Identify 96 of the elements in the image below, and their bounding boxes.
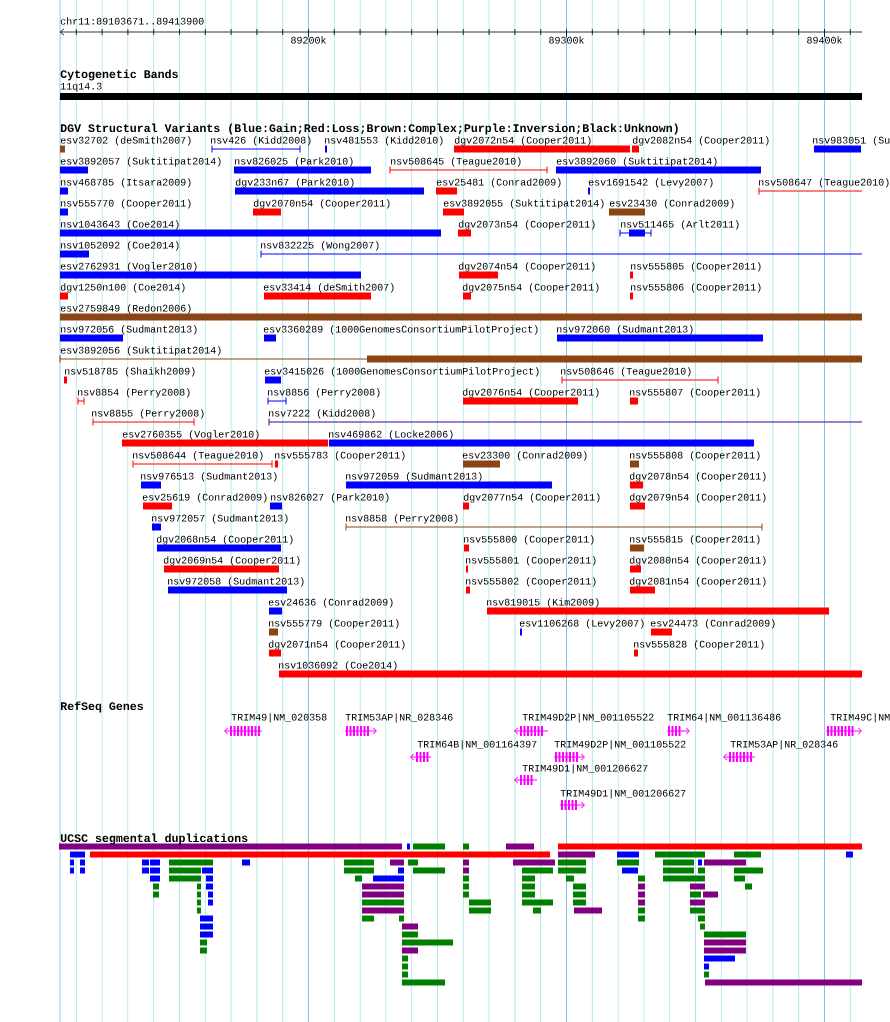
variant-label: esv32702 (deSmith2007): [60, 136, 191, 146]
variant-label: esv2759849 (Redon2006): [60, 304, 191, 314]
gene-label: TRIM64|NM_001136486: [667, 713, 781, 723]
gene-label: TRIM64B|NM_001164397: [417, 740, 537, 750]
variant-label: dgv2080n54 (Cooper2011): [629, 556, 766, 566]
variant-label: dgv2077n54 (Cooper2011): [463, 493, 600, 503]
variant-label: esv1106268 (Levy2007): [519, 619, 644, 629]
variant-label: nsv819015 (Kim2009): [487, 598, 599, 608]
variant-label: esv1691542 (Levy2007): [588, 178, 713, 188]
variant-label: esv24473 (Conrad2009): [650, 619, 775, 629]
variant-label: nsv555806 (Cooper2011): [631, 283, 761, 293]
gene-label: TRIM49D1|NM_001206627: [522, 764, 648, 774]
variant-label: dgv2081n54 (Cooper2011): [629, 577, 766, 587]
gene-label: TRIM49D2P|NM_001105522: [522, 713, 654, 723]
gene-label: TRIM53AP|NR_028346: [730, 740, 838, 750]
variant-label: nsv7222 (Kidd2008): [269, 409, 375, 419]
variant-label: nsv468785 (Itsara2009): [61, 178, 191, 188]
variant-label: esv25481 (Conrad2009): [436, 178, 561, 188]
variant-label: esv3892060 (Suktitipat2014): [556, 157, 717, 167]
variant-label: dgv2076n54 (Cooper2011): [462, 388, 599, 398]
variant-label: esv23430 (Conrad2009): [609, 199, 734, 209]
variant-label: esv33414 (deSmith2007): [263, 283, 394, 293]
variant-label: nsv8858 (Perry2008): [346, 514, 458, 524]
variant-label: nsv555808 (Cooper2011): [630, 451, 760, 461]
gene-label: TRIM49|NM_020358: [231, 713, 327, 723]
variant-label: nsv508647 (Teague2010): [759, 178, 889, 188]
gene-label: TRIM49D2P|NM_001105522: [554, 740, 686, 750]
variant-label: nsv976513 (Sudmant2013): [141, 472, 277, 482]
variant-label: nsv508645 (Teague2010): [391, 157, 521, 167]
variant-label: dgv2078n54 (Cooper2011): [629, 472, 766, 482]
variant-label: dgv233n67 (Park2010): [235, 178, 354, 188]
variant-label: nsv972056 (Sudmant2013): [61, 325, 197, 335]
track-heading: DGV Structural Variants (Blue:Gain;Red:Loss;Brown:Complex;Purple:Inversion;Black:Unknown): [60, 123, 678, 135]
variant-label: nsv826027 (Park2010): [271, 493, 389, 503]
variant-label: nsv8856 (Perry2008): [268, 388, 380, 398]
variant-label: nsv832225 (Wong2007): [261, 241, 379, 251]
variant-label: nsv555800 (Cooper2011): [464, 535, 594, 545]
variant-label: nsv1043643 (Coe2014): [61, 220, 179, 230]
variant-label: nsv555807 (Cooper2011): [630, 388, 760, 398]
variant-label: nsv555770 (Cooper2011): [61, 199, 191, 209]
variant-label: esv23300 (Conrad2009): [462, 451, 587, 461]
track-heading: RefSeq Genes: [61, 701, 143, 713]
variant-label: dgv2082n54 (Cooper2011): [632, 136, 769, 146]
track-heading: UCSC segmental duplications: [60, 833, 248, 845]
variant-label: nsv555779 (Cooper2011): [269, 619, 399, 629]
variant-label: nsv518785 (Shaikh2009): [65, 367, 195, 377]
tick-label: 89400k: [807, 36, 842, 44]
variant-label: esv3892057 (Suktitipat2014): [60, 157, 221, 167]
tick-label: 89200k: [291, 36, 326, 44]
variant-label: nsv8855 (Perry2008): [92, 409, 204, 419]
variant-label: nsv426 (Kidd2008): [211, 136, 311, 146]
gene-label: TRIM49D1|NM_001206627: [560, 789, 686, 799]
variant-label: nsv555815 (Cooper2011): [630, 535, 760, 545]
variant-label: dgv2075n54 (Cooper2011): [462, 283, 599, 293]
variant-label: esv24636 (Conrad2009): [268, 598, 393, 608]
variant-label: esv2762931 (Vogler2010): [60, 262, 197, 272]
variant-label: dgv2069n54 (Cooper2011): [163, 556, 300, 566]
variant-label: nsv555828 (Cooper2011): [634, 640, 764, 650]
variant-label: dgv2070n54 (Cooper2011): [253, 199, 390, 209]
variant-label: dgv2074n54 (Cooper2011): [458, 262, 595, 272]
variant-label: dgv2073n54 (Cooper2011): [458, 220, 595, 230]
variant-label: esv3892056 (Suktitipat2014): [60, 346, 221, 356]
variant-label: nsv555802 (Cooper2011): [466, 577, 596, 587]
variant-label: nsv469862 (Locke2006): [329, 430, 453, 440]
variant-label: nsv508646 (Teague2010): [561, 367, 691, 377]
variant-label: nsv555783 (Cooper2011): [275, 451, 405, 461]
variant-label: nsv511465 (Arlt2011): [621, 220, 739, 230]
variant-label: nsv481553 (Kidd2010): [325, 136, 443, 146]
variant-label: dgv2079n54 (Cooper2011): [629, 493, 766, 503]
variant-label: nsv972058 (Sudmant2013): [168, 577, 304, 587]
variant-label: nsv826025 (Park2010): [235, 157, 353, 167]
tick-label: 89300k: [549, 36, 584, 44]
variant-label: esv2760355 (Vogler2010): [122, 430, 259, 440]
band-label: 11q14.3: [60, 82, 102, 92]
gene-label: TRIM53AP|NR_028346: [345, 713, 453, 723]
variant-label: nsv555801 (Cooper2011): [466, 556, 596, 566]
track-heading: Cytogenetic Bands: [60, 69, 178, 81]
variant-label: nsv555805 (Cooper2011): [631, 262, 761, 272]
variant-label: dgv2068n54 (Cooper2011): [156, 535, 293, 545]
variant-label: esv3892055 (Suktitipat2014): [443, 199, 604, 209]
variant-label: esv3360289 (1000GenomesConsortiumPilotProject): [263, 325, 538, 335]
variant-label: nsv1036092 (Coe2014): [279, 661, 397, 671]
variant-label: nsv972057 (Sudmant2013): [152, 514, 288, 524]
variant-label: dgv1250n100 (Coe2014): [60, 283, 185, 293]
variant-label: dgv2071n54 (Cooper2011): [268, 640, 405, 650]
position-label: chr11:89103671..89413900: [60, 17, 204, 25]
variant-label: nsv8854 (Perry2008): [78, 388, 190, 398]
variant-label: dgv2072n54 (Cooper2011): [454, 136, 591, 146]
gene-label: TRIM49C|NM: [830, 713, 890, 723]
variant-label: esv3415026 (1000GenomesConsortiumPilotProject): [264, 367, 539, 377]
variant-label: nsv1052092 (Coe2014): [61, 241, 179, 251]
variant-label: nsv972060 (Sudmant2013): [557, 325, 693, 335]
variant-label: nsv983051 (Su: [813, 136, 890, 146]
variant-label: esv25619 (Conrad2009): [142, 493, 267, 503]
variant-label: nsv972059 (Sudmant2013): [346, 472, 482, 482]
variant-label: nsv508644 (Teague2010): [133, 451, 263, 461]
